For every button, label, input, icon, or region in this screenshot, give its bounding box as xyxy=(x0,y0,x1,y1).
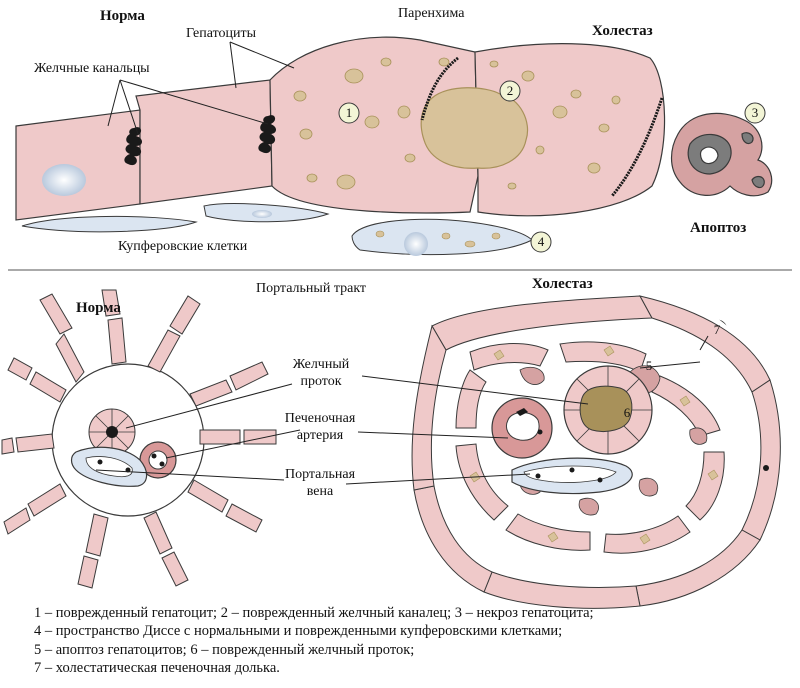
cholestatic-lobule xyxy=(411,282,782,609)
normal-portal-tract xyxy=(1,289,277,589)
figure-legend: 1 – поврежденный гепатоцит; 2 – поврежде… xyxy=(34,604,594,678)
bile-lines xyxy=(420,56,664,197)
marker-6-text: 6 xyxy=(623,405,631,420)
legend-line-4: 7 – холестатическая печеночная долька. xyxy=(34,660,280,677)
hepatocyte-plates xyxy=(1,289,277,589)
bile-duct-label: Желчный проток xyxy=(276,356,366,390)
top-norm-label: Норма xyxy=(100,8,145,24)
hepatocytes-label: Гепатоциты xyxy=(186,26,257,41)
marker-4-text: 4 xyxy=(537,234,545,249)
cell-granules xyxy=(293,57,621,190)
marker-2-text: 2 xyxy=(506,83,514,98)
canaliculi-label: Желчные канальцы xyxy=(34,61,150,76)
marker-1 xyxy=(338,102,360,124)
apoptotic-cell xyxy=(670,112,773,197)
hepatic-artery-label: Печеночная артерия xyxy=(270,410,370,444)
marker-7-text: 7 xyxy=(713,322,721,337)
hepatic-artery-label-line-2: артерия xyxy=(296,428,344,443)
kupffer-cell-1 xyxy=(21,215,198,233)
hepatocyte-normal-1 xyxy=(15,109,141,221)
inner-plates xyxy=(455,341,725,554)
outer-plates xyxy=(411,295,781,609)
legend-line-1: 1 – поврежденный гепатоцит; 2 – поврежде… xyxy=(34,605,594,621)
lobule-granules xyxy=(469,345,719,545)
marker-3 xyxy=(744,102,766,124)
hepatocyte-nucleus xyxy=(42,164,86,196)
bile-duct-label-line-1: Желчный xyxy=(292,357,350,372)
marker-2 xyxy=(499,80,521,102)
portal-vein-label-line-2: вена xyxy=(306,484,334,499)
parenchyma-label: Паренхима xyxy=(398,6,465,21)
portal-vein-label: Портальная вена xyxy=(270,466,370,500)
bottom-cholestasis-label: Холестаз xyxy=(532,276,593,292)
bile-duct-label-line-2: проток xyxy=(300,374,342,389)
kupffer-granules xyxy=(375,230,501,248)
portal-tract-label: Портальный тракт xyxy=(256,281,367,296)
hepatic-artery-label-line-1: Печеночная xyxy=(284,411,356,426)
marker-4 xyxy=(530,231,552,253)
legend-line-2: 4 – пространство Диссе с нормальными и п… xyxy=(34,623,563,640)
top-cholestasis-label: Холестаз xyxy=(592,23,653,39)
marker-3-text: 3 xyxy=(751,105,759,120)
top-leader-lines xyxy=(107,41,295,135)
apoptosis-label: Апоптоз xyxy=(690,220,747,236)
bottom-leader-lines xyxy=(95,335,709,485)
hepatocyte-normal-2 xyxy=(135,79,273,205)
bottom-norm-label: Норма xyxy=(76,300,121,316)
marker-1-text: 1 xyxy=(345,105,353,120)
marker-5-text: 5 xyxy=(645,358,653,373)
kupffer-label: Купферовские клетки xyxy=(118,239,248,254)
hepatocyte-damaged-2 xyxy=(474,43,666,217)
portal-vein-label-line-1: Портальная xyxy=(284,467,356,482)
bile-canaliculi xyxy=(124,115,276,166)
damaged-canaliculus xyxy=(420,87,529,169)
legend-line-3: 5 – апоптоз гепатоцитов; 6 – поврежденны… xyxy=(34,641,415,658)
